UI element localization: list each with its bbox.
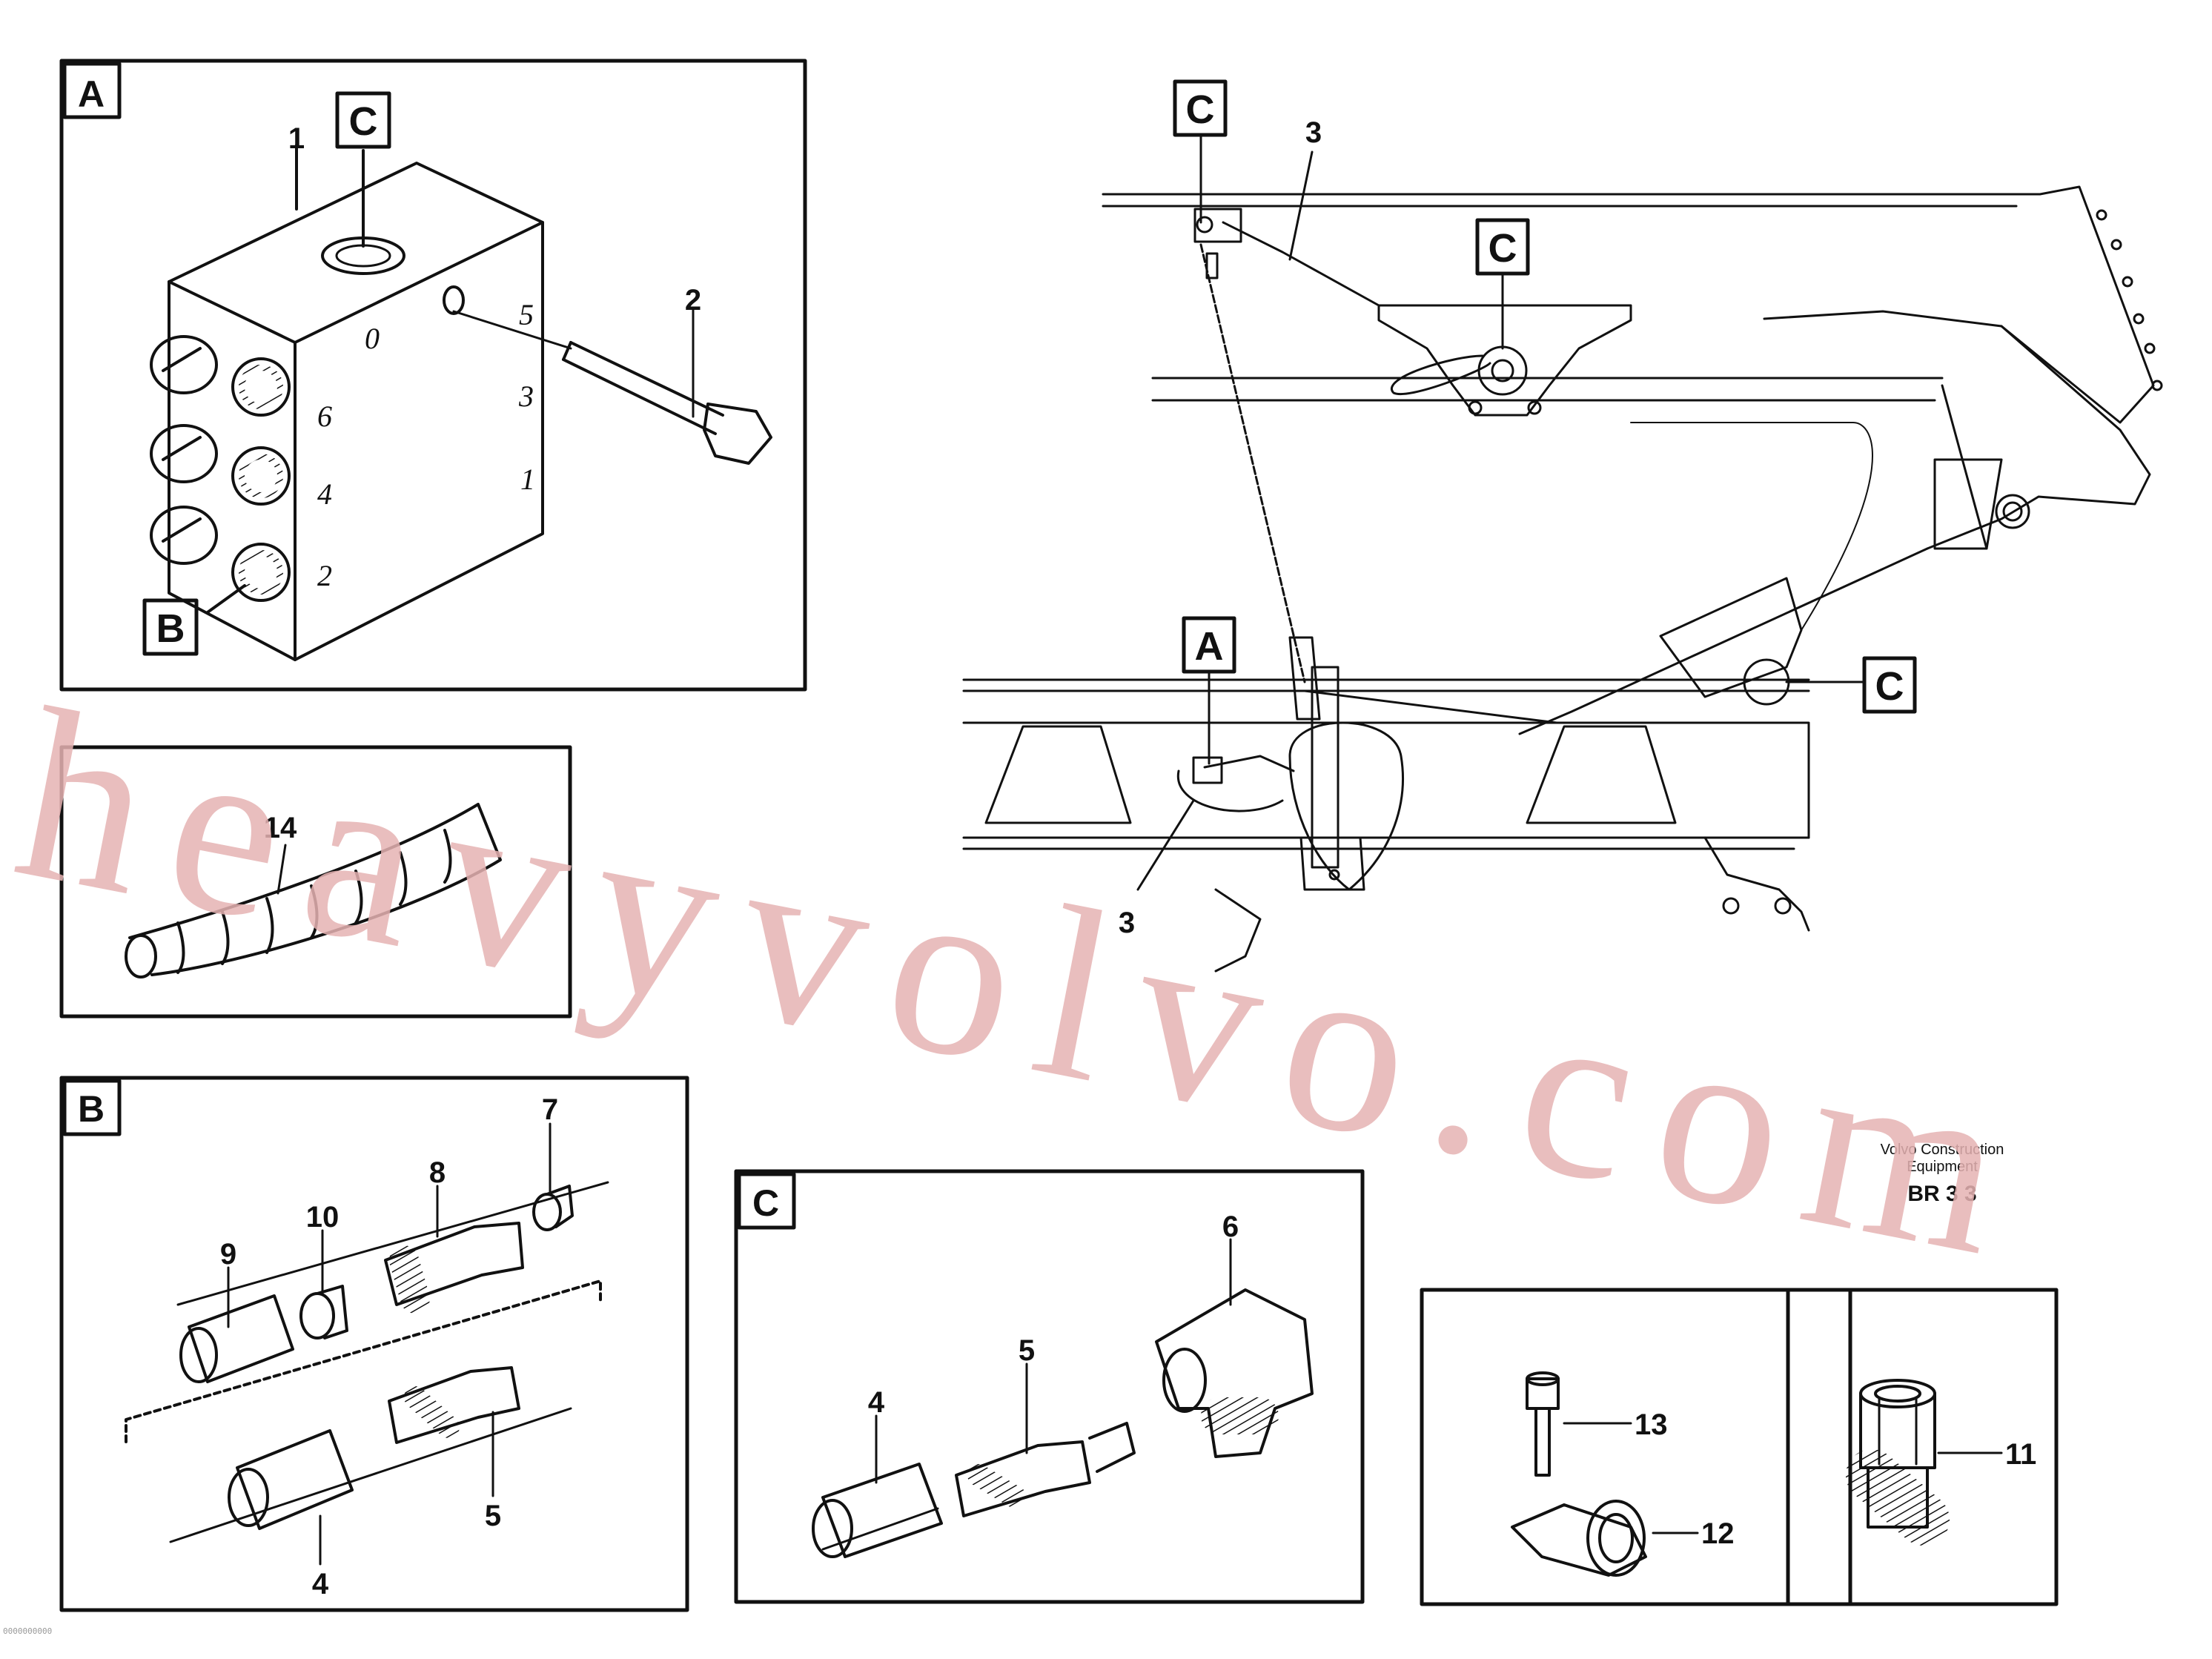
- panel-e: [1786, 1288, 2059, 1606]
- item-2-label: 2: [685, 284, 701, 317]
- port-5-label: 5: [519, 298, 534, 331]
- port-1-label: 1: [520, 463, 535, 496]
- manufacturer-stamp: Volvo Construction Equipment BR 3 3: [1853, 1142, 2031, 1207]
- item-7-label-b: 7: [542, 1093, 558, 1126]
- port-3-label: 3: [518, 380, 534, 413]
- machine-callout-c-top: C: [1186, 87, 1215, 132]
- panel-c-tag: C: [752, 1182, 779, 1224]
- panel-b-tag: B: [78, 1088, 105, 1130]
- item-9-label-b: 9: [220, 1238, 236, 1271]
- item-8-label-b: 8: [429, 1156, 446, 1189]
- item-5-label-b: 5: [485, 1500, 501, 1532]
- machine-assembly: [962, 79, 2163, 973]
- panel-d: [1420, 1288, 1852, 1606]
- item-12-label: 12: [1701, 1517, 1735, 1550]
- panel-a: [59, 59, 807, 692]
- machine-callout-c-right: C: [1875, 664, 1904, 709]
- panel-c: [734, 1169, 1365, 1604]
- item-3-label-top: 3: [1305, 116, 1322, 149]
- machine-callout-c-mid: C: [1489, 226, 1517, 271]
- panel-a-callout-c: C: [349, 99, 378, 144]
- panel-a-callout-b: B: [156, 606, 185, 651]
- port-4-label: 4: [317, 477, 332, 511]
- item-4-label-b: 4: [312, 1568, 329, 1600]
- stamp-line-1: Volvo Construction: [1880, 1142, 2004, 1158]
- port-6-label: 6: [317, 400, 332, 433]
- machine-callout-a: A: [1195, 624, 1224, 669]
- port-2-label: 2: [317, 559, 332, 592]
- item-5-label-c: 5: [1019, 1334, 1035, 1367]
- item-6-label-c: 6: [1222, 1211, 1239, 1243]
- panel-b: [59, 1076, 689, 1612]
- stamp-code: BR 3 3: [1907, 1182, 1977, 1206]
- footer-code: 0000000000: [3, 1626, 53, 1636]
- panel-a-tag: A: [78, 73, 105, 115]
- item-13-label: 13: [1635, 1408, 1668, 1441]
- item-11-label: 11: [2005, 1438, 2036, 1471]
- port-0-label: 0: [365, 322, 380, 355]
- item-10-label-b: 10: [306, 1201, 340, 1234]
- item-4-label-c: 4: [868, 1386, 885, 1419]
- item-14-label: 14: [264, 812, 297, 844]
- item-3-label-bottom: 3: [1119, 907, 1135, 939]
- stamp-line-2: Equipment: [1907, 1159, 1978, 1175]
- item-1-label: 1: [288, 122, 305, 155]
- panel-hose: [59, 745, 572, 1019]
